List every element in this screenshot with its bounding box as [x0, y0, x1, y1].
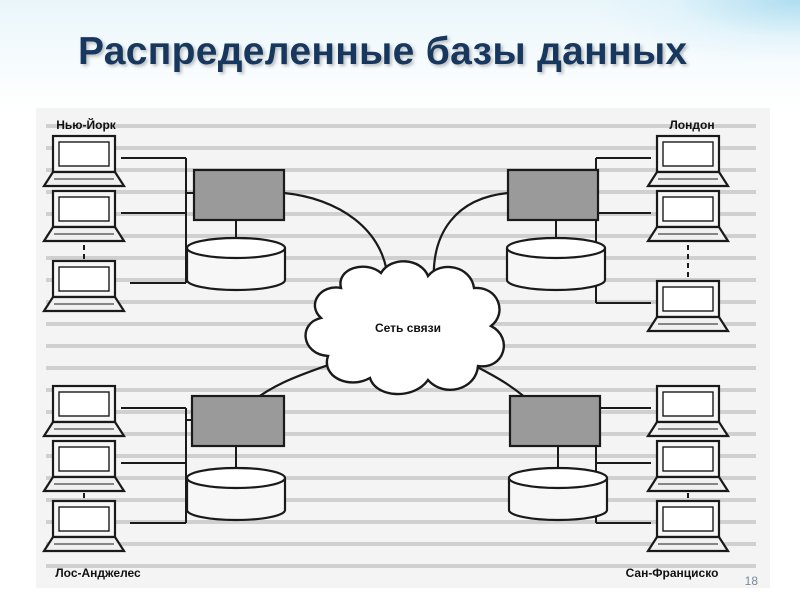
database-icon — [187, 468, 285, 520]
server-icon — [192, 396, 284, 446]
site-label-london: Лондон — [669, 118, 714, 132]
network-label: Сеть связи — [375, 321, 441, 335]
terminal-icon — [648, 386, 728, 436]
server-icon — [194, 170, 284, 220]
database-icon — [507, 238, 605, 290]
terminal-icon — [648, 501, 728, 551]
terminal-icon — [648, 441, 728, 491]
server-icon — [510, 396, 600, 446]
server-icon — [508, 170, 598, 220]
terminal-icon — [44, 501, 124, 551]
terminal-icon — [648, 191, 728, 241]
terminal-icon — [44, 261, 124, 311]
database-icon — [509, 468, 607, 520]
distributed-db-figure: Сеть связи Нью-Йорк Лондон — [36, 108, 770, 588]
site-los-angeles: Лос-Анджелес — [44, 386, 285, 580]
slide-title: Распределенные базы данных — [78, 30, 687, 74]
site-san-francisco: Сан-Франциско — [509, 386, 728, 580]
site-label-new-york: Нью-Йорк — [56, 117, 117, 132]
site-label-los-angeles: Лос-Анджелес — [55, 566, 141, 580]
site-label-san-francisco: Сан-Франциско — [626, 566, 719, 580]
network-diagram: Сеть связи Нью-Йорк Лондон — [36, 108, 770, 588]
terminal-icon — [44, 386, 124, 436]
terminal-icon — [44, 136, 124, 186]
terminal-icon — [648, 281, 728, 331]
terminal-icon — [44, 191, 124, 241]
terminal-icon — [44, 441, 124, 491]
database-icon — [187, 238, 285, 290]
terminal-icon — [648, 136, 728, 186]
page-number: 18 — [745, 574, 758, 588]
